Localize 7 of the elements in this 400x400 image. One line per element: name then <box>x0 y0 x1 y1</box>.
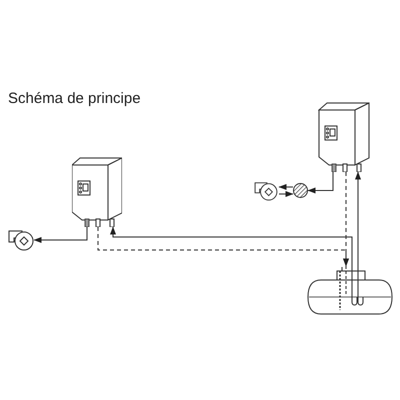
title: Schéma de principe <box>8 90 141 107</box>
pipe-arrow <box>34 226 88 243</box>
pipe-arrow <box>278 191 294 197</box>
pipe-arrow <box>278 184 294 190</box>
pipe-arrow <box>308 172 334 194</box>
pipe-arrow <box>355 172 361 266</box>
dashed-pipe-arrow <box>343 172 349 266</box>
